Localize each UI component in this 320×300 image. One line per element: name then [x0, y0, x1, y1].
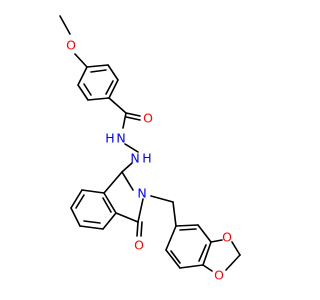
atom-o-dioxole-bottom: O [214, 268, 224, 283]
benzodioxole-benzene [165, 224, 212, 269]
isoindolinone-core [103, 171, 144, 237]
benzyl-methylene [150, 195, 177, 227]
atom-h-hydrazine: H [142, 151, 151, 166]
structure-diagram: O O H N N H N O O O [59, 15, 241, 283]
dioxole-ring [202, 239, 241, 272]
atom-h-amide: H [105, 131, 114, 146]
atom-n-hydrazine: N [130, 151, 139, 166]
methoxy-group [59, 15, 88, 68]
atom-o-dioxole-top: O [222, 230, 232, 245]
atom-o-methoxy: O [66, 38, 76, 53]
atom-o-carbonyl: O [143, 111, 153, 126]
isoindolinone-benzene [70, 189, 117, 230]
methoxybenzene-ring [77, 64, 119, 101]
atom-n-amide: N [116, 131, 125, 146]
atom-o-lactam: O [134, 238, 144, 253]
hydrazine-linker [121, 143, 139, 173]
amide-carbonyl [108, 97, 141, 129]
atom-n-ring: N [137, 186, 146, 201]
